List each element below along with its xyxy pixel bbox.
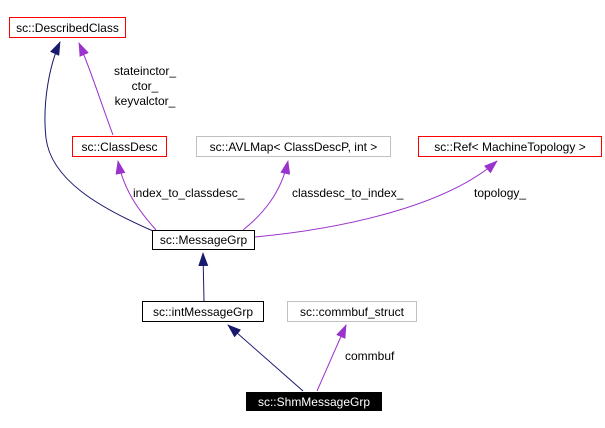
edge-label-topology: topology_	[474, 186, 527, 200]
edge-label-stateinctor-ctor-keyvalctor: stateinctor_ ctor_ keyvalctor_	[90, 64, 200, 109]
node-label: sc::Ref< MachineTopology >	[434, 139, 586, 154]
node-sc-describedclass[interactable]: sc::DescribedClass	[9, 17, 126, 38]
node-label: sc::commbuf_struct	[299, 304, 405, 319]
edge-inherit-shmmessagegrp-intmessagegrp	[227, 324, 304, 392]
node-sc-messagegrp[interactable]: sc::MessageGrp	[152, 230, 255, 250]
node-sc-commbuf-struct: sc::commbuf_struct	[287, 301, 417, 322]
node-label: sc::intMessageGrp	[152, 304, 254, 319]
edge-inherit-intmessagegrp-messagegrp	[198, 252, 209, 302]
edge-usage-messagegrp-avlmap	[242, 160, 291, 231]
edge-label-index-to-classdesc: index_to_classdesc_	[133, 186, 245, 200]
edge-label-line: keyvalctor_	[114, 94, 176, 108]
edge-usage-shmmessagegrp-commbufstruct	[316, 324, 347, 392]
node-sc-ref-machinetopology[interactable]: sc::Ref< MachineTopology >	[418, 136, 602, 157]
node-sc-shmmessagegrp: sc::ShmMessageGrp	[246, 392, 382, 411]
edge-label-line: stateinctor_	[113, 64, 177, 78]
node-sc-classdesc[interactable]: sc::ClassDesc	[72, 136, 167, 157]
node-label: sc::AVLMap< ClassDescP, int >	[209, 139, 378, 154]
node-label: sc::MessageGrp	[159, 233, 248, 247]
node-sc-intmessagegrp[interactable]: sc::intMessageGrp	[142, 301, 264, 322]
node-sc-avlmap: sc::AVLMap< ClassDescP, int >	[196, 136, 391, 157]
edge-label-commbuf: commbuf	[345, 349, 395, 363]
node-label: sc::DescribedClass	[16, 20, 119, 35]
node-label: sc::ClassDesc	[81, 139, 158, 154]
edge-label-line: ctor_	[131, 79, 159, 93]
node-label: sc::ShmMessageGrp	[257, 394, 371, 409]
edge-label-classdesc-to-index: classdesc_to_index_	[292, 186, 404, 200]
